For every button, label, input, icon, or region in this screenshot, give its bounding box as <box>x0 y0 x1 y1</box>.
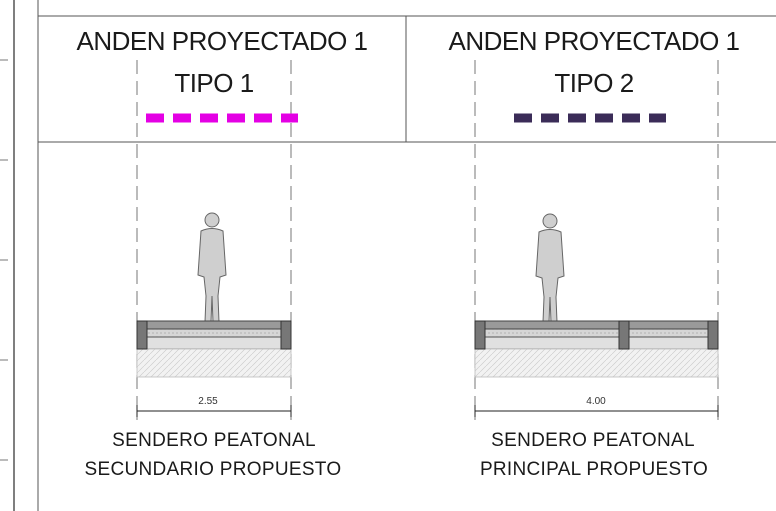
column-2-section: 4.00 SENDERO PEATONAL PRINCIPAL PROPUEST… <box>474 213 719 480</box>
dimension-line-1 <box>136 405 292 417</box>
column-1-caption-line2: SECUNDARIO PROPUESTO <box>85 459 342 480</box>
column-1-subtitle: TIPO 1 <box>174 68 253 98</box>
pedestrian-figure-icon <box>197 212 227 323</box>
column-2-subtitle: TIPO 2 <box>554 68 633 98</box>
column-1-title: ANDEN PROYECTADO 1 <box>76 26 367 56</box>
dimension-label-1: 2.55 <box>198 396 218 407</box>
column-2-caption-line2: PRINCIPAL PROPUESTO <box>480 459 708 480</box>
sidewalk-slab <box>474 320 719 378</box>
frame-ticks <box>0 59 8 461</box>
table-frame <box>13 0 776 511</box>
column-2-caption-line1: SENDERO PEATONAL <box>491 430 695 451</box>
column-1-caption-line1: SENDERO PEATONAL <box>112 430 316 451</box>
dimension-label-2: 4.00 <box>586 396 606 407</box>
sidewalk-slab <box>136 320 292 378</box>
dimension-line-2 <box>474 405 719 417</box>
column-1-section: 2.55 SENDERO PEATONAL SECUNDARIO PROPUES… <box>85 212 342 480</box>
pedestrian-figure-icon <box>535 213 565 323</box>
column-2-title: ANDEN PROYECTADO 1 <box>448 26 739 56</box>
